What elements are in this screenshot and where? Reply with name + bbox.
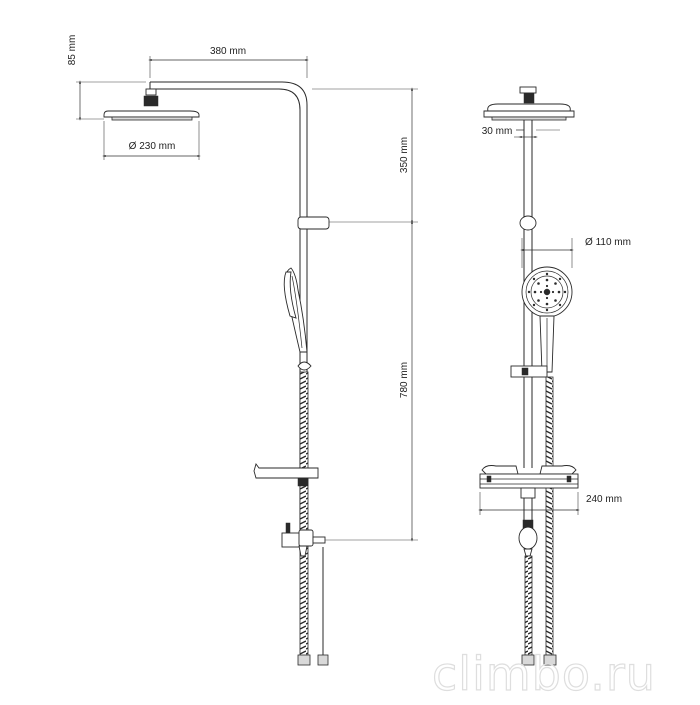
hose-side	[299, 371, 309, 661]
rain-shower-head-front	[483, 86, 575, 121]
hose-front-lower	[524, 555, 533, 656]
mixer-side	[281, 522, 326, 557]
shelf-side	[253, 463, 319, 487]
dim-arm-length: 380 mm	[210, 46, 246, 57]
watermark: climbo.ru	[432, 647, 656, 700]
shower-arm	[150, 81, 308, 218]
dim-head-diameter: Ø 230 mm	[129, 141, 176, 152]
column-slider-front	[519, 215, 537, 231]
hose-front	[545, 376, 554, 656]
hand-shower-side	[283, 267, 312, 371]
hand-shower-front	[521, 266, 573, 373]
dim-pipe-lower: 780 mm	[399, 362, 410, 398]
dim-head-height: 85 mm	[67, 35, 78, 66]
dim-shelf-width: 240 mm	[586, 494, 622, 505]
rain-shower-head	[103, 88, 200, 121]
hand-shower-holder	[510, 365, 548, 378]
shelf-front	[479, 465, 579, 499]
mixer-front	[518, 526, 538, 550]
side-view: 380 mm 85 mm Ø 230 mm 350 mm 780 mm	[67, 35, 418, 666]
front-view: 30 mm Ø 110 mm	[478, 86, 631, 666]
dim-pipe-diameter: 30 mm	[482, 126, 513, 137]
dim-pipe-upper: 350 mm	[399, 137, 410, 173]
column-slider	[297, 216, 330, 230]
dim-hand-shower-diameter: Ø 110 mm	[585, 237, 631, 248]
